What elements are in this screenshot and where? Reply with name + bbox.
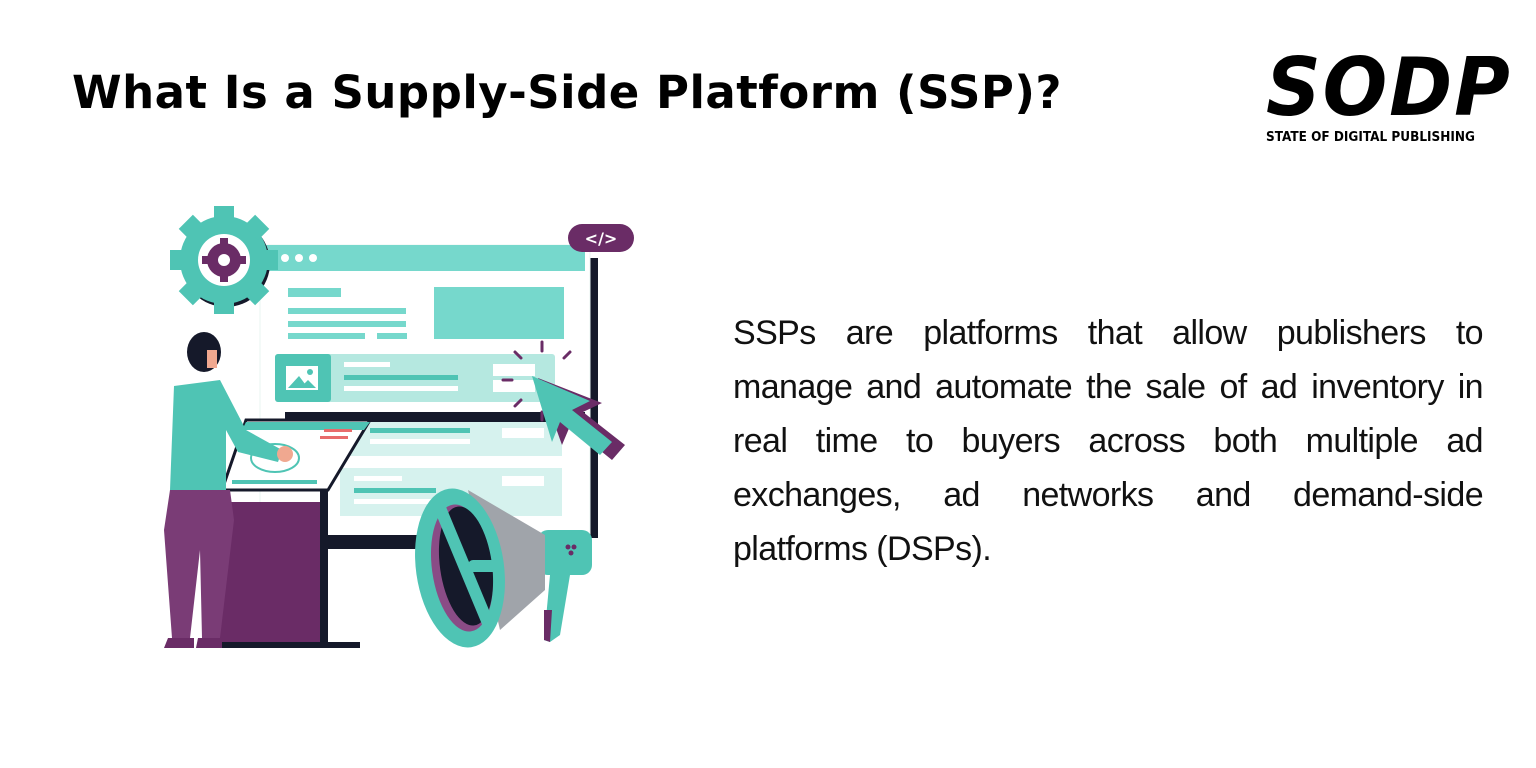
person-figure (164, 332, 293, 648)
logo-wordmark: SODP (1266, 41, 1512, 134)
code-tag-icon (568, 224, 634, 252)
logo-subtitle: STATE OF DIGITAL PUBLISHING (1266, 130, 1475, 145)
page-title: What Is a Supply-Side Platform (SSP)? (72, 66, 1063, 119)
svg-text:</>: </> (585, 229, 618, 248)
megaphone-icon (415, 488, 592, 648)
kiosk-stand (220, 502, 325, 648)
browser-title-bar (260, 245, 585, 271)
gear-icon (170, 206, 278, 314)
ssp-definition: SSPs are platforms that allow publishers… (733, 314, 1484, 568)
sodp-logo: SODP STATE OF DIGITAL PUBLISHING (1266, 41, 1512, 146)
ssp-illustration: </> (150, 190, 650, 660)
